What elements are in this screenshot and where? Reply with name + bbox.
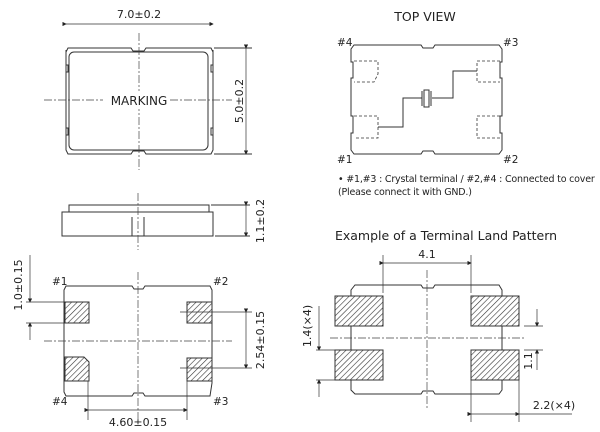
width-dimension-text: 7.0±0.2 [117, 8, 161, 21]
package-outline [65, 47, 214, 155]
land-pad-top-left [334, 295, 384, 327]
marking-label: MARKING [111, 94, 168, 108]
land-pad-bottom-right [470, 349, 520, 381]
land-pad-width-dimension-text: 2.2(×4) [533, 399, 575, 412]
land-pad-top-right [470, 295, 520, 327]
land-pad-height-dimension-text: 1.4(×4) [301, 305, 314, 347]
land-pattern-view: Example of a Terminal Land Pattern 4.1 1… [301, 228, 575, 422]
lid-profile [68, 204, 210, 213]
top-pin-2-label: #2 [503, 154, 518, 166]
height-dimension-text: 5.0±0.2 [233, 79, 246, 123]
side-view: 1.1±0.2 [61, 193, 267, 250]
bottom-pin-3-label: #3 [213, 396, 228, 408]
bottom-pin-1-label: #1 [52, 276, 67, 288]
pad-2 [186, 301, 213, 324]
base-profile [61, 211, 214, 237]
top-outline-view: 7.0±0.2 MARKING 5.0±0.2 [44, 8, 252, 170]
bottom-view: #1 #2 #3 #4 1.0±0.15 2.54±0.15 4.60±0.15 [12, 255, 267, 429]
pin-note-line-2: (Please connect it with GND.) [338, 187, 472, 198]
pad-span-dimension-text: 4.60±0.15 [109, 416, 167, 429]
land-package-outline [350, 284, 503, 395]
bottom-pin-4-label: #4 [52, 396, 68, 408]
top-pin-3-label: #3 [503, 37, 518, 49]
side-height-dimension-text: 1.1±0.2 [254, 199, 267, 243]
pad-4 [64, 356, 90, 382]
pad-length-dimension-text: 1.0±0.15 [12, 259, 25, 310]
pad-1 [64, 301, 90, 324]
pad-pitch-dimension-text: 2.54±0.15 [254, 311, 267, 369]
land-gap-dimension-text: 1.1 [522, 352, 535, 370]
pad-3 [186, 357, 213, 382]
top-pin-1-label: #1 [337, 154, 352, 166]
land-pad-bottom-left [334, 349, 384, 381]
land-pattern-title: Example of a Terminal Land Pattern [335, 228, 557, 243]
top-view: TOP VIEW #4 #3 #1 #2 [337, 9, 518, 166]
crystal-wiring [378, 70, 477, 128]
land-spacing-dimension-text: 4.1 [418, 248, 436, 261]
bottom-package-outline [63, 285, 213, 397]
lid-outline [68, 51, 209, 151]
top-view-outline [350, 44, 503, 155]
pin-note-line-1: • #1,#3 : Crystal terminal / #2,#4 : Con… [338, 174, 595, 185]
top-pin-4-label: #4 [337, 37, 353, 49]
crystal-symbol [423, 89, 430, 108]
bottom-pin-2-label: #2 [213, 276, 228, 288]
top-view-title: TOP VIEW [393, 9, 455, 24]
